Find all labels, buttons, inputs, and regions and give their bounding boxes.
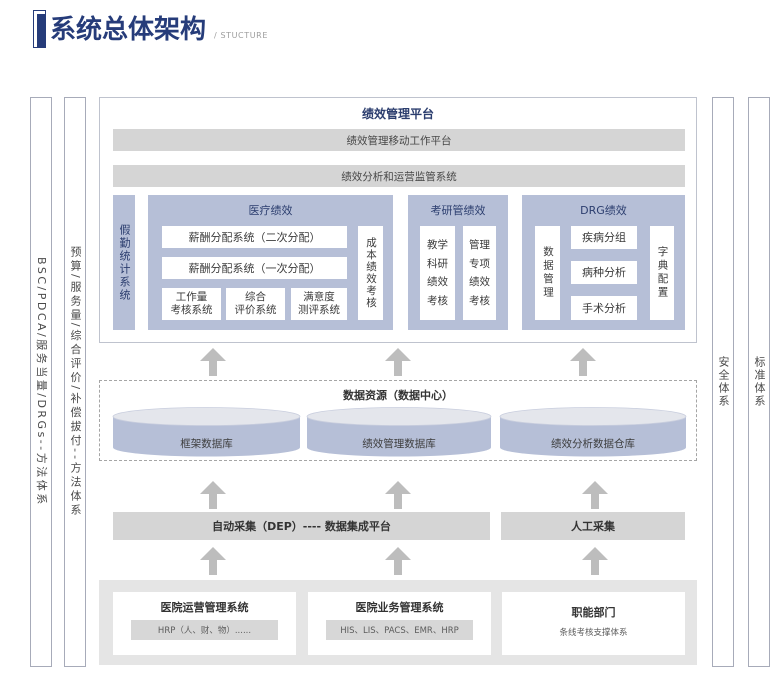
page-title: 系统总体架构 [50,15,207,45]
pillar-label: 安全体系 [717,356,730,408]
database-label: 绩效管理数据库 [362,437,436,450]
source-title: 医院业务管理系统 [355,601,444,614]
performance-management-platform: 绩效管理平台 绩效管理移动工作平台 绩效分析和运营监管系统 假勤统计系统 医疗绩… [99,97,697,343]
database-label: 框架数据库 [180,437,233,450]
cylinder-body [113,416,300,457]
up-arrow-shape [385,547,411,575]
research-performance-title: 考研管绩效 [430,204,486,217]
satisfaction-survey-box: 满意度 测评系统 [291,288,347,320]
disease-grouping-box: 疾病分组 [571,226,637,249]
source-title: 医院运营管理系统 [160,601,249,614]
source-note: 条线考核支撑体系 [559,628,628,638]
database-label: 绩效分析数据仓库 [551,437,635,450]
pillar-budget-method-system: 预算/服务量/综合评价/补偿拔付--方法体系 [64,97,86,667]
cylinder-body [500,416,686,457]
up-arrow-shape [582,481,608,509]
up-arrow-icon [385,348,411,376]
up-arrow-shape [200,547,226,575]
cost-performance-label: 成本绩效考核 [365,237,377,309]
drg-performance-title: DRG绩效 [580,204,627,217]
workload-assessment-box: 工作量 考核系统 [162,288,221,320]
data-management-label: 数据管理 [542,246,554,300]
database-cylinder-icon [113,407,300,457]
up-arrow-shape [200,481,226,509]
comprehensive-evaluation-box: 综合 评价系统 [226,288,285,320]
page-subtitle: / STUCTURE [214,31,268,40]
up-arrow-shape [200,348,226,376]
dictionary-config-box: 字典配置 [650,226,674,320]
cylinder-top [307,408,491,426]
source-functional-departments: 职能部门 条线考核支撑体系 [502,592,685,655]
database-framework: 框架数据库 [113,407,300,457]
surgery-analysis-box: 手术分析 [571,296,637,320]
cylinder-top [500,408,686,426]
pillar-bsc-method-system: BSC/PDCA/服务当量/DRGs--方法体系 [30,97,52,667]
mobile-work-platform-bar: 绩效管理移动工作平台 [113,129,685,151]
analysis-supervision-bar: 绩效分析和运营监管系统 [113,165,685,187]
source-title: 职能部门 [571,606,616,619]
teaching-research-box: 教学 科研 绩效 考核 [420,226,455,320]
data-resource-center: 数据资源（数据中心） 框架数据库 绩效管理数据库 绩效分析数据仓库 [99,380,697,461]
medical-performance-panel: 医疗绩效 薪酬分配系统（二次分配） 薪酬分配系统（一次分配） 工作量 考核系统 … [148,195,393,330]
up-arrow-icon [570,348,596,376]
cost-performance-box: 成本绩效考核 [358,226,383,320]
database-cylinder-icon [307,407,491,457]
up-arrow-icon [385,547,411,575]
medical-performance-title: 医疗绩效 [248,204,293,217]
salary-secondary-box: 薪酬分配系统（二次分配） [162,226,347,248]
platform-title: 绩效管理平台 [361,106,434,121]
pillar-label: BSC/PDCA/服务当量/DRGs--方法体系 [35,257,48,507]
up-arrow-icon [582,547,608,575]
disease-analysis-box: 病种分析 [571,261,637,284]
pillar-security-system: 安全体系 [712,97,734,667]
database-performance-warehouse: 绩效分析数据仓库 [500,407,686,457]
up-arrow-icon [200,481,226,509]
auto-collection-bar: 自动采集（DEP）---- 数据集成平台 [113,512,490,540]
pillar-standard-system: 标准体系 [748,97,770,667]
attendance-system-panel: 假勤统计系统 [113,195,135,330]
database-cylinder-icon [500,407,686,457]
salary-primary-box: 薪酬分配系统（一次分配） [162,257,347,279]
up-arrow-shape [385,481,411,509]
up-arrow-shape [385,348,411,376]
attendance-system-label: 假勤统计系统 [118,223,131,302]
pillar-label: 标准体系 [753,356,766,408]
drg-performance-panel: DRG绩效 数据管理 疾病分组 病种分析 手术分析 字典配置 [522,195,685,330]
data-management-box: 数据管理 [535,226,560,320]
database-performance-management: 绩效管理数据库 [307,407,491,457]
cylinder-body [307,416,491,457]
up-arrow-shape [570,348,596,376]
source-detail: HIS、LIS、PACS、EMR、HRP [326,620,473,640]
up-arrow-icon [200,348,226,376]
manual-collection-bar: 人工采集 [501,512,685,540]
source-operations-system: 医院运营管理系统 HRP（人、财、物）...... [113,592,296,655]
title-accent-bar [37,14,45,48]
data-center-title: 数据资源（数据中心） [343,389,453,402]
pillar-label: 预算/服务量/综合评价/补偿拔付--方法体系 [69,245,82,519]
source-business-system: 医院业务管理系统 HIS、LIS、PACS、EMR、HRP [308,592,491,655]
research-performance-panel: 考研管绩效 教学 科研 绩效 考核 管理 专项 绩效 考核 [408,195,508,330]
source-detail: HRP（人、财、物）...... [131,620,278,640]
up-arrow-icon [385,481,411,509]
source-systems-area: 医院运营管理系统 HRP（人、财、物）...... 医院业务管理系统 HIS、L… [99,580,697,665]
management-special-box: 管理 专项 绩效 考核 [463,226,496,320]
up-arrow-icon [200,547,226,575]
cylinder-top [113,408,300,426]
up-arrow-shape [582,547,608,575]
up-arrow-icon [582,481,608,509]
dictionary-config-label: 字典配置 [656,246,669,300]
